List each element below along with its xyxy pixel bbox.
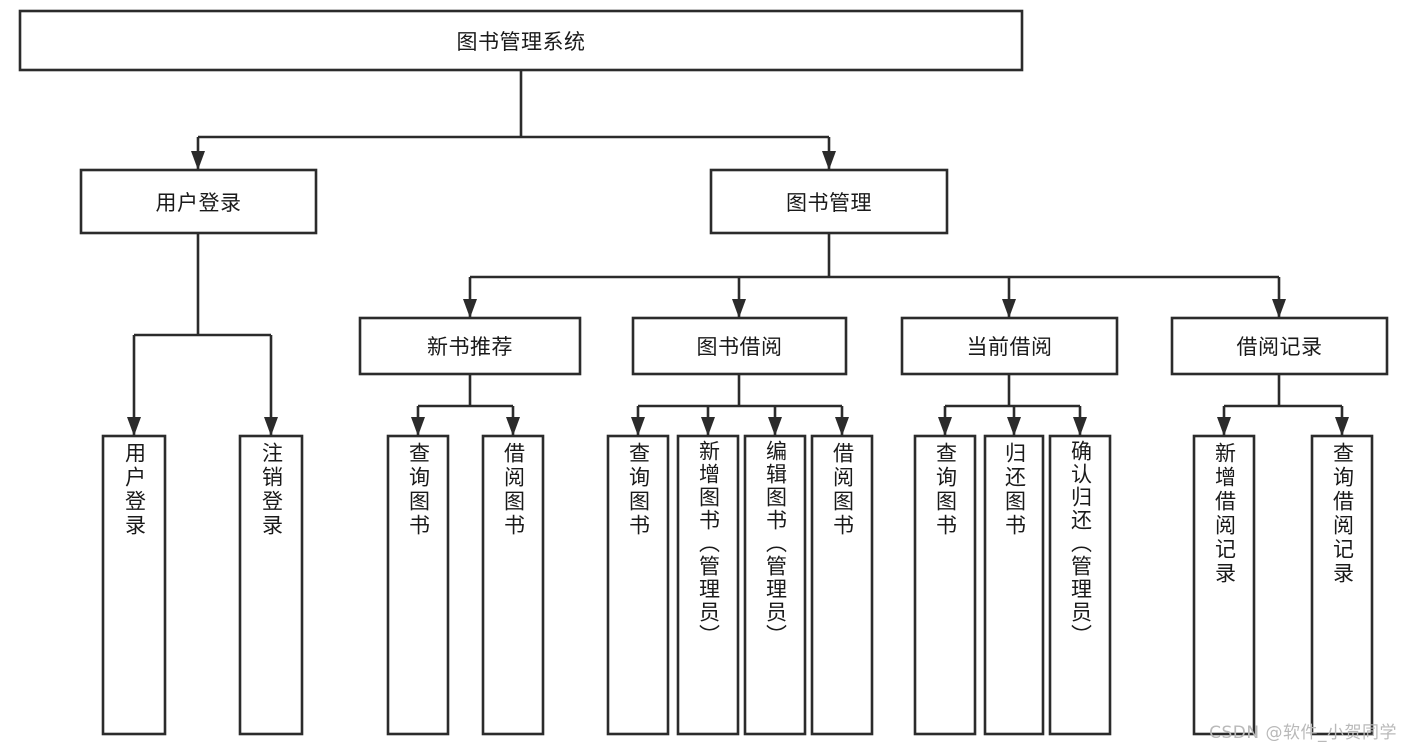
node-new-book-recommend-box[interactable]: [358, 316, 582, 376]
arrow-head-current-0: [938, 417, 952, 436]
arrow-head-borrow-0: [631, 417, 645, 436]
connector-layer: [127, 70, 1349, 436]
arrow-head-recommend-0: [411, 417, 425, 436]
arrow-head-user-login-1: [264, 417, 278, 436]
node-leaf-query-record-box[interactable]: [1310, 434, 1374, 736]
node-leaf-add-book-box[interactable]: [676, 434, 740, 736]
arrow-head-book-manage-3: [1272, 299, 1286, 318]
watermark: CSDN @软件_小贺同学: [1209, 723, 1397, 743]
arrow-head-user-login-0: [127, 417, 141, 436]
node-leaf-return-book-box[interactable]: [983, 434, 1045, 736]
arrow-head-current-2: [1073, 417, 1087, 436]
arrow-head-recommend-1: [506, 417, 520, 436]
arrow-head-book-manage-1: [732, 299, 746, 318]
node-current-borrow-box[interactable]: [900, 316, 1119, 376]
node-root-box[interactable]: [18, 9, 1024, 72]
node-borrow-record-box[interactable]: [1170, 316, 1389, 376]
node-leaf-query-book-1-box[interactable]: [386, 434, 450, 736]
node-leaf-edit-book-box[interactable]: [743, 434, 807, 736]
node-rect-layer: [18, 9, 1389, 736]
node-leaf-confirm-return-box[interactable]: [1048, 434, 1112, 736]
node-book-manage-box[interactable]: [709, 168, 949, 235]
arrow-head-book-manage-0: [463, 299, 477, 318]
arrow-head-book-manage-2: [1002, 299, 1016, 318]
node-leaf-user-login-box[interactable]: [101, 434, 167, 736]
node-book-borrow-box[interactable]: [631, 316, 848, 376]
arrow-head-root-0: [191, 151, 205, 170]
arrow-head-borrow-1: [701, 417, 715, 436]
node-user-login-box[interactable]: [79, 168, 318, 235]
node-leaf-query-book-2-box[interactable]: [606, 434, 670, 736]
arrow-head-root-1: [822, 151, 836, 170]
arrow-head-record-0: [1217, 417, 1231, 436]
arrow-head-record-1: [1335, 417, 1349, 436]
node-leaf-borrow-book-2-box[interactable]: [810, 434, 874, 736]
node-leaf-logout-box[interactable]: [238, 434, 304, 736]
node-leaf-add-record-box[interactable]: [1192, 434, 1256, 736]
arrow-head-borrow-3: [835, 417, 849, 436]
node-leaf-borrow-book-1-box[interactable]: [481, 434, 545, 736]
node-leaf-query-book-3-box[interactable]: [913, 434, 977, 736]
arrow-head-borrow-2: [768, 417, 782, 436]
arrow-head-current-1: [1007, 417, 1021, 436]
